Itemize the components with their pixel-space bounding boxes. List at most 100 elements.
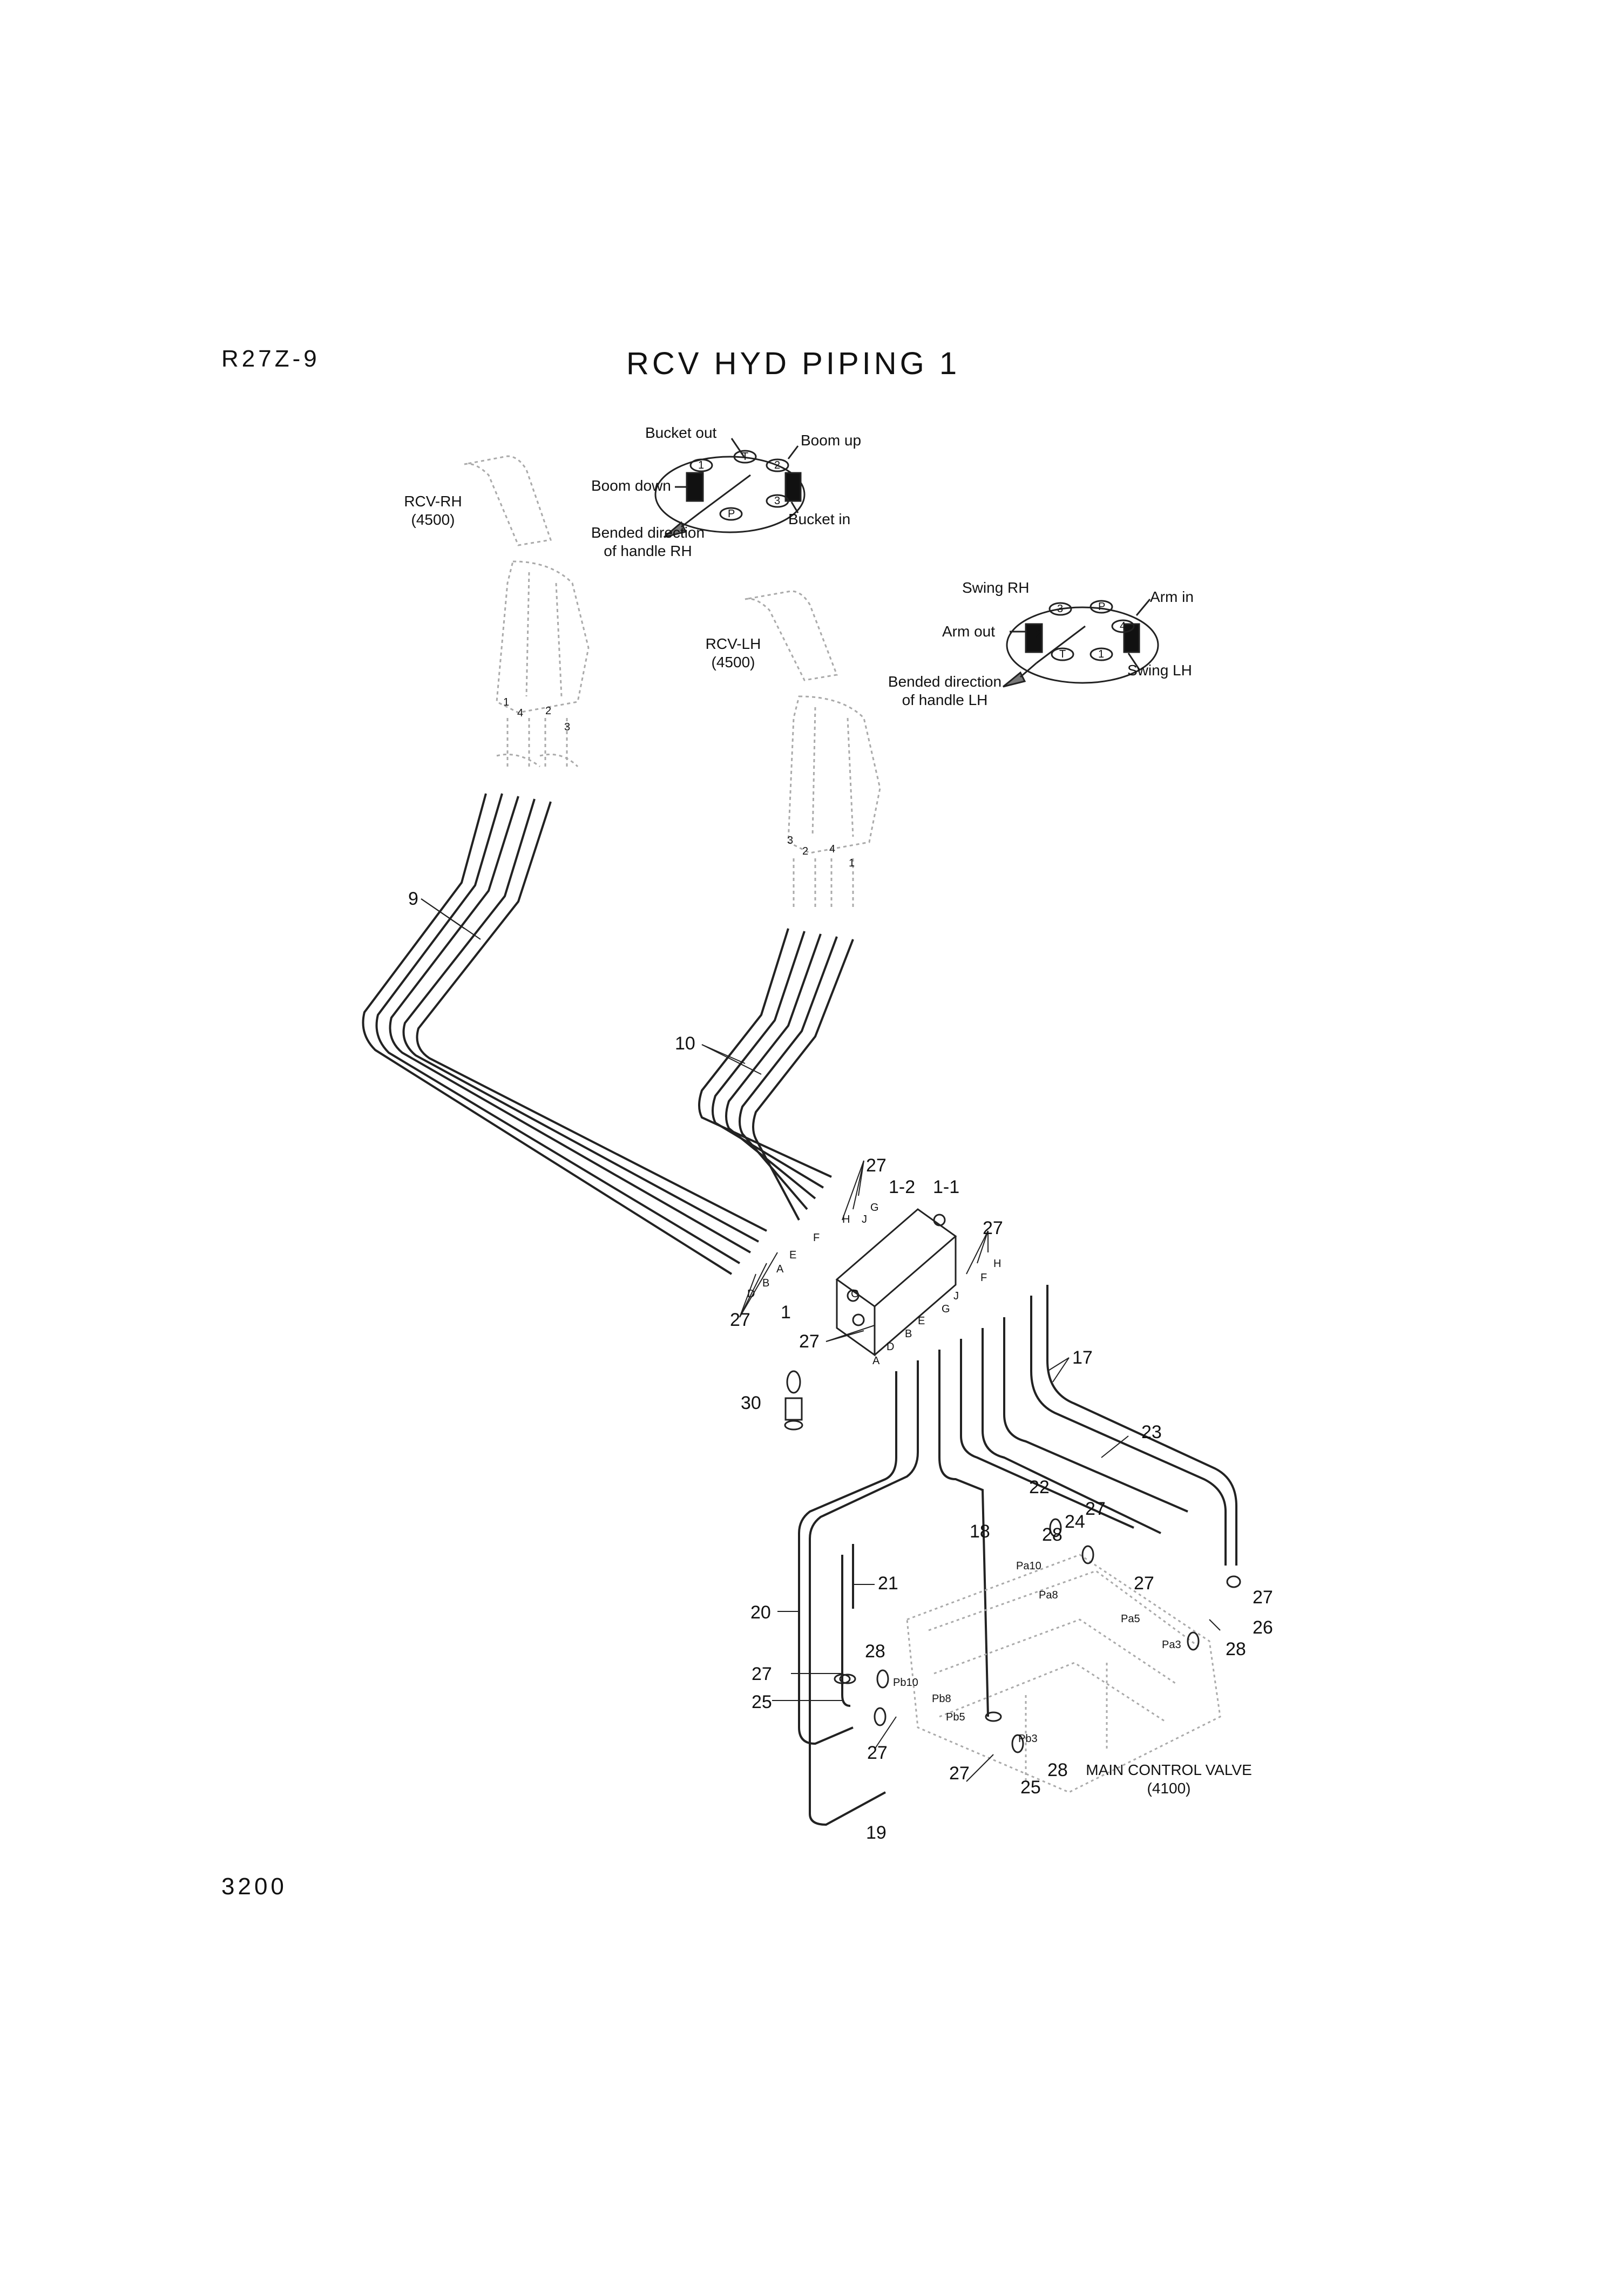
hose-bundle-lower xyxy=(798,1285,1237,1826)
part-number-9: 9 xyxy=(408,889,418,909)
rcv-lh-pin-2: 2 xyxy=(802,845,809,857)
bended-rh-line1: Bended direction xyxy=(591,524,705,541)
part-number-1-1: 1-1 xyxy=(933,1177,960,1197)
part-number-24: 24 xyxy=(1065,1512,1085,1532)
part-number-27: 27 xyxy=(983,1218,1003,1238)
part-number-27: 27 xyxy=(730,1310,750,1330)
rh-port-2: 2 xyxy=(774,459,781,471)
rcv-rh-ref: (4500) xyxy=(411,511,455,528)
rcv-rh-joystick xyxy=(464,455,590,768)
lh-port-2: 2 xyxy=(1036,628,1042,640)
label-arm-out: Arm out xyxy=(942,623,996,640)
part-number-22: 22 xyxy=(1029,1477,1050,1498)
bended-rh-line2: of handle RH xyxy=(604,543,692,559)
part-number-27: 27 xyxy=(949,1763,970,1784)
part-number-27: 27 xyxy=(867,1743,888,1763)
rcv-rh-label: RCV-RH (4500) xyxy=(401,492,465,529)
manifold-port: E xyxy=(789,1249,797,1261)
manifold-port: D xyxy=(747,1288,755,1300)
manifold-port: C xyxy=(851,1288,859,1300)
part-number-18: 18 xyxy=(970,1521,990,1542)
part-number-21: 21 xyxy=(878,1573,898,1594)
hose-bundle-10 xyxy=(698,928,854,1221)
lh-port-1: 1 xyxy=(1098,648,1105,660)
part-number-25: 25 xyxy=(1020,1777,1041,1798)
rcv-lh-ref: (4500) xyxy=(711,654,755,670)
hose-bundle-9 xyxy=(362,793,767,1275)
valve-port-pa8: Pa8 xyxy=(1039,1589,1058,1601)
part-number-27: 27 xyxy=(1134,1573,1154,1594)
bended-lh-line2: of handle LH xyxy=(902,692,988,708)
model-code: R27Z-9 xyxy=(221,345,320,372)
manifold-port: H xyxy=(842,1214,850,1225)
part-number-28: 28 xyxy=(865,1641,885,1662)
manifold-port: J xyxy=(953,1290,959,1302)
main-valve-name: MAIN CONTROL VALVE xyxy=(1086,1761,1252,1778)
leader-lines xyxy=(421,898,1221,1782)
rcv-lh-pin-3: 3 xyxy=(787,835,794,846)
rcv-rh-name: RCV-RH xyxy=(404,493,462,510)
main-valve-ref: (4100) xyxy=(1147,1780,1191,1797)
part-number-28: 28 xyxy=(1226,1639,1246,1659)
manifold-port: A xyxy=(776,1263,784,1275)
part-number-27: 27 xyxy=(1253,1587,1273,1608)
rcv-lh-label: RCV-LH (4500) xyxy=(701,635,766,672)
valve-port-pb3: Pb3 xyxy=(1018,1733,1038,1745)
label-bucket-in: Bucket in xyxy=(788,511,851,527)
part-number-19: 19 xyxy=(866,1822,887,1843)
part-number-27: 27 xyxy=(866,1155,887,1176)
manifold-block xyxy=(835,1208,957,1357)
part-number-1-2: 1-2 xyxy=(889,1177,916,1197)
part-number-23: 23 xyxy=(1141,1422,1162,1442)
valve-port-pa5: Pa5 xyxy=(1121,1613,1140,1625)
manifold-port: A xyxy=(872,1355,880,1367)
valve-port-pb8: Pb8 xyxy=(932,1693,951,1705)
valve-port-pb5: Pb5 xyxy=(946,1711,965,1723)
pattern-diagram-lh xyxy=(1003,599,1159,688)
rcv-lh-pin-4: 4 xyxy=(829,843,836,855)
pattern-diagram-rh xyxy=(654,438,806,538)
part-number-27: 27 xyxy=(752,1664,772,1684)
part-number-25: 25 xyxy=(752,1692,772,1712)
lh-port-t: T xyxy=(1059,648,1066,660)
label-arm-in: Arm in xyxy=(1150,588,1194,605)
valve-port-pb10: Pb10 xyxy=(893,1677,918,1689)
part-number-30: 30 xyxy=(741,1393,761,1413)
fittings xyxy=(784,1370,1241,1753)
valve-port-pa3: Pa3 xyxy=(1162,1639,1181,1651)
manifold-port: J xyxy=(862,1214,867,1225)
manifold-port: G xyxy=(942,1303,950,1315)
rcv-rh-pin-1: 1 xyxy=(503,696,510,708)
lh-port-4: 4 xyxy=(1120,620,1126,632)
part-number-10: 10 xyxy=(675,1033,695,1054)
manifold-port: E xyxy=(918,1315,925,1327)
rh-port-p: P xyxy=(728,508,735,520)
manifold-port: H xyxy=(993,1258,1002,1270)
label-swing-lh: Swing LH xyxy=(1127,662,1192,679)
manifold-port: B xyxy=(762,1277,770,1289)
page-number: 3200 xyxy=(221,1873,287,1900)
lh-port-3: 3 xyxy=(1057,603,1064,615)
rcv-lh-pin-1: 1 xyxy=(849,857,855,869)
rh-port-1: 1 xyxy=(698,459,705,471)
rh-port-3: 3 xyxy=(774,495,781,507)
page-title: RCV HYD PIPING 1 xyxy=(626,346,960,381)
main-control-valve xyxy=(906,1554,1221,1793)
label-boom-down: Boom down xyxy=(591,477,671,494)
part-number-17: 17 xyxy=(1072,1347,1093,1368)
manifold-port: B xyxy=(905,1328,912,1340)
label-boom-up: Boom up xyxy=(801,432,862,449)
part-number-28: 28 xyxy=(1047,1760,1068,1780)
label-swing-rh: Swing RH xyxy=(962,579,1030,596)
rcv-lh-name: RCV-LH xyxy=(705,635,761,652)
part-number-27: 27 xyxy=(799,1331,820,1352)
label-bucket-out: Bucket out xyxy=(645,424,717,441)
label-bended-rh: Bended direction of handle RH xyxy=(583,524,713,560)
part-number-20: 20 xyxy=(750,1602,771,1623)
part-number-27: 27 xyxy=(1085,1499,1106,1519)
main-control-valve-label: MAIN CONTROL VALVE (4100) xyxy=(1074,1761,1263,1798)
rcv-rh-pin-3: 3 xyxy=(564,721,571,733)
manifold-port: F xyxy=(980,1272,987,1284)
label-bended-lh: Bended direction of handle LH xyxy=(880,673,1010,709)
